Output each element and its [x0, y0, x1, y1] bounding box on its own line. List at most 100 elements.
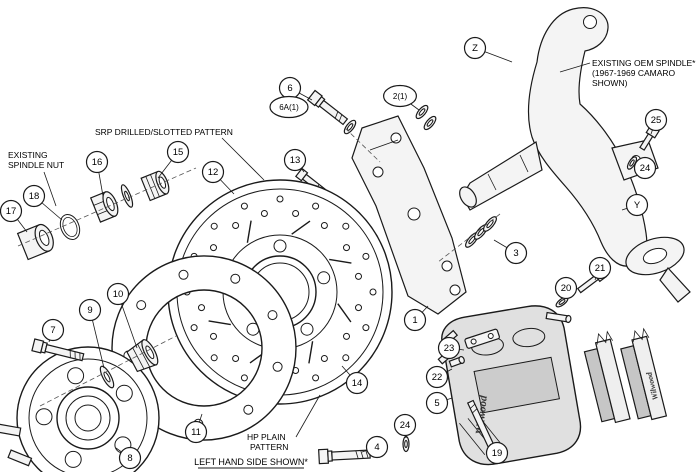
ball-joint-boss: [625, 236, 685, 276]
svg-text:21: 21: [595, 263, 606, 274]
callout-20-15: 20: [554, 276, 578, 300]
svg-text:14: 14: [352, 378, 363, 389]
svg-text:12: 12: [208, 167, 219, 178]
bolt-4: [318, 448, 371, 465]
o-ring: [59, 213, 81, 241]
piston-bore: [512, 327, 546, 348]
callout-16-7: 16: [85, 150, 109, 197]
pad-retainer-plate: [464, 328, 500, 349]
svg-text:25: 25: [651, 115, 662, 126]
oem-spindle-label-3: SHOWN): [592, 78, 628, 88]
callout-17-11: 17: [0, 199, 28, 233]
callout-23-24: 23: [437, 336, 465, 360]
oem-spindle-label-1: EXISTING OEM SPINDLE*: [592, 58, 696, 68]
svg-text:18: 18: [29, 191, 40, 202]
svg-text:7: 7: [50, 325, 55, 336]
wheel-stud-holes: [35, 367, 133, 468]
washer-24-right: [626, 156, 638, 170]
svg-text:4: 4: [374, 442, 379, 453]
svg-text:13: 13: [290, 155, 301, 166]
outer-bearing: [140, 170, 170, 202]
callout-15-8: 15: [157, 140, 190, 179]
crossover-tube: [545, 311, 572, 324]
callout-19-28: 19: [485, 441, 509, 465]
nut-washer: [120, 184, 134, 208]
washer-9: [99, 365, 115, 389]
svg-text:11: 11: [191, 427, 201, 438]
svg-text:5: 5: [434, 398, 439, 409]
spindle-nut-label-2: SPINDLE NUT: [8, 160, 64, 170]
bolt-7: [31, 338, 85, 362]
srp-pattern-label: SRP DRILLED/SLOTTED PATTERN: [95, 127, 233, 137]
callout-4-27: 4: [361, 435, 389, 459]
washers-3: [465, 216, 497, 248]
svg-text:8: 8: [127, 453, 132, 464]
brake-pads: Wilwood: [583, 327, 668, 424]
washer-24-bottom: [402, 435, 410, 453]
callout-13-10: 13: [283, 148, 307, 173]
hp-pattern-label-1: HP PLAIN: [247, 432, 286, 442]
callout-14-20: 14: [341, 365, 369, 395]
callout-7-19: 7: [41, 318, 65, 343]
assembly-axis-lines: [17, 127, 501, 407]
footer-note: LEFT HAND SIDE SHOWN*: [194, 457, 308, 467]
svg-text:23: 23: [444, 343, 455, 354]
svg-text:19: 19: [492, 448, 503, 459]
callout-8-22: 8: [115, 446, 142, 470]
svg-text:9: 9: [87, 305, 92, 316]
callout-Z-0: Z: [463, 36, 513, 63]
svg-text:17: 17: [6, 206, 17, 217]
wheel-stud: [7, 449, 33, 467]
svg-text:24: 24: [400, 420, 411, 431]
svg-text:22: 22: [432, 372, 443, 383]
spindle-nut-label-1: EXISTING: [8, 150, 48, 160]
oem-spindle-label-2: (1967-1969 CAMARO: [592, 68, 676, 78]
brake-caliper: Wilwood: [437, 305, 582, 466]
svg-text:1: 1: [412, 315, 417, 326]
callout-3-13: 3: [493, 239, 528, 265]
svg-text:20: 20: [561, 283, 572, 294]
washers-2: [415, 104, 437, 131]
svg-text:6: 6: [287, 83, 292, 94]
annotations: SRP DRILLED/SLOTTED PATTERN EXISTING SPI…: [8, 58, 696, 469]
callout-1-16: 1: [403, 305, 429, 332]
callout-Y-6: Y: [621, 193, 649, 217]
callout-12-9: 12: [201, 160, 235, 195]
fitting-22: [448, 355, 465, 368]
callout-6A1-2: 6A(1): [269, 95, 309, 119]
callout-24-5: 24: [633, 156, 657, 180]
callout-9-17: 9: [78, 298, 105, 369]
svg-text:2(1): 2(1): [393, 92, 408, 101]
callout-10-18: 10: [106, 282, 138, 349]
svg-text:Y: Y: [634, 200, 641, 211]
callout-5-25: 5: [425, 391, 453, 415]
callout-bubbles: Z66A(1)2(1)2524Y161512131718321201910714…: [0, 36, 668, 470]
callout-11-21: 11: [184, 413, 208, 444]
svg-text:24: 24: [640, 163, 651, 174]
svg-text:15: 15: [173, 147, 184, 158]
callout-6-1: 6: [278, 76, 313, 101]
callout-21-14: 21: [588, 256, 612, 281]
ball-joint-stud: [659, 267, 691, 303]
oem-spindle: [459, 7, 691, 303]
wheel-hub: [0, 346, 160, 472]
callout-18-12: 18: [22, 184, 63, 221]
pad-spring-clip: [596, 330, 613, 345]
spindle-nut-cap: [16, 223, 54, 261]
hp-pattern-label-2: PATTERN: [250, 442, 288, 452]
caliper-bridge-window: [473, 356, 560, 414]
spindle-top-hole: [583, 15, 597, 29]
svg-text:3: 3: [513, 248, 518, 259]
callout-21-3: 2(1): [383, 84, 420, 111]
svg-text:10: 10: [113, 289, 124, 300]
svg-text:6A(1): 6A(1): [279, 103, 299, 112]
svg-text:16: 16: [92, 157, 103, 168]
wheel-stud: [0, 423, 22, 437]
caliper-mounting-bracket: [351, 115, 467, 315]
callout-24-26: 24: [393, 413, 417, 439]
inner-bearing: [126, 339, 159, 373]
callout-25-4: 25: [644, 108, 668, 135]
pad-spring-clip: [633, 327, 650, 342]
